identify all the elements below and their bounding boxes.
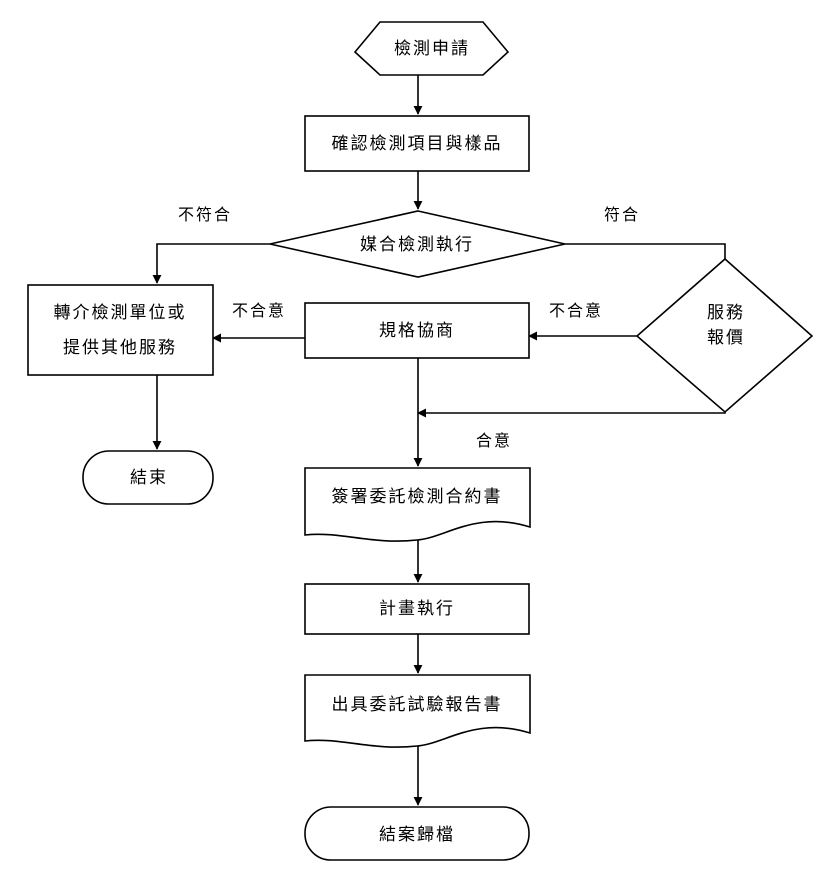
document-shape	[304, 674, 531, 748]
terminal-shape	[82, 450, 214, 505]
process-box	[27, 284, 214, 376]
hexagon-shape	[353, 21, 510, 76]
line-matching-to-quote	[565, 243, 726, 259]
label-sign-contract: 簽署委託檢測合約書	[332, 487, 503, 507]
label-referral-line2: 提供其他服務	[63, 338, 177, 358]
node-close-file: 結案歸檔	[304, 806, 530, 861]
node-issue-report: 出具委託試驗報告書	[304, 674, 531, 748]
terminal-shape	[304, 806, 530, 861]
edge-label-disagree-right: 不合意	[549, 301, 603, 320]
node-execute-plan: 計畫執行	[304, 583, 530, 635]
edge-label-agree: 合意	[476, 431, 512, 450]
process-box	[304, 115, 530, 172]
label-execute-plan: 計畫執行	[379, 599, 455, 619]
node-confirm-items: 確認檢測項目與樣品	[304, 115, 530, 172]
label-confirm-items: 確認檢測項目與樣品	[332, 134, 503, 154]
node-quote: 服務 報價	[635, 257, 814, 414]
label-quote-line2: 報價	[707, 328, 745, 348]
decision-diamond	[269, 210, 566, 278]
document-shape	[304, 467, 531, 542]
process-box	[304, 302, 530, 359]
node-matching: 媒合檢測執行	[269, 210, 566, 278]
label-application: 檢測申請	[394, 39, 470, 59]
node-referral: 轉介檢測單位或 提供其他服務	[27, 284, 214, 376]
label-negotiation: 規格協商	[379, 321, 455, 341]
edge-label-disagree-left: 不合意	[232, 301, 286, 320]
label-issue-report: 出具委託試驗報告書	[332, 695, 503, 715]
label-quote-line1: 服務	[707, 303, 745, 323]
node-end: 結束	[82, 450, 214, 505]
arrow-quote-to-main	[417, 408, 726, 418]
label-referral-line1: 轉介檢測單位或	[54, 303, 187, 323]
node-sign-contract: 簽署委託檢測合約書	[304, 467, 531, 542]
edge-labels: 不符合 符合 不合意 不合意 合意	[178, 205, 640, 450]
process-box	[304, 583, 530, 635]
edge-label-not-match: 不符合	[178, 205, 232, 224]
label-end: 結束	[130, 468, 168, 488]
decision-diamond	[635, 257, 814, 414]
arrow-matching-to-referral	[152, 243, 270, 284]
edge-label-match: 符合	[604, 205, 640, 224]
label-close-file: 結案歸檔	[379, 825, 455, 845]
node-negotiation: 規格協商	[304, 302, 530, 359]
label-matching: 媒合檢測執行	[360, 235, 474, 255]
node-application: 檢測申請	[353, 21, 510, 76]
